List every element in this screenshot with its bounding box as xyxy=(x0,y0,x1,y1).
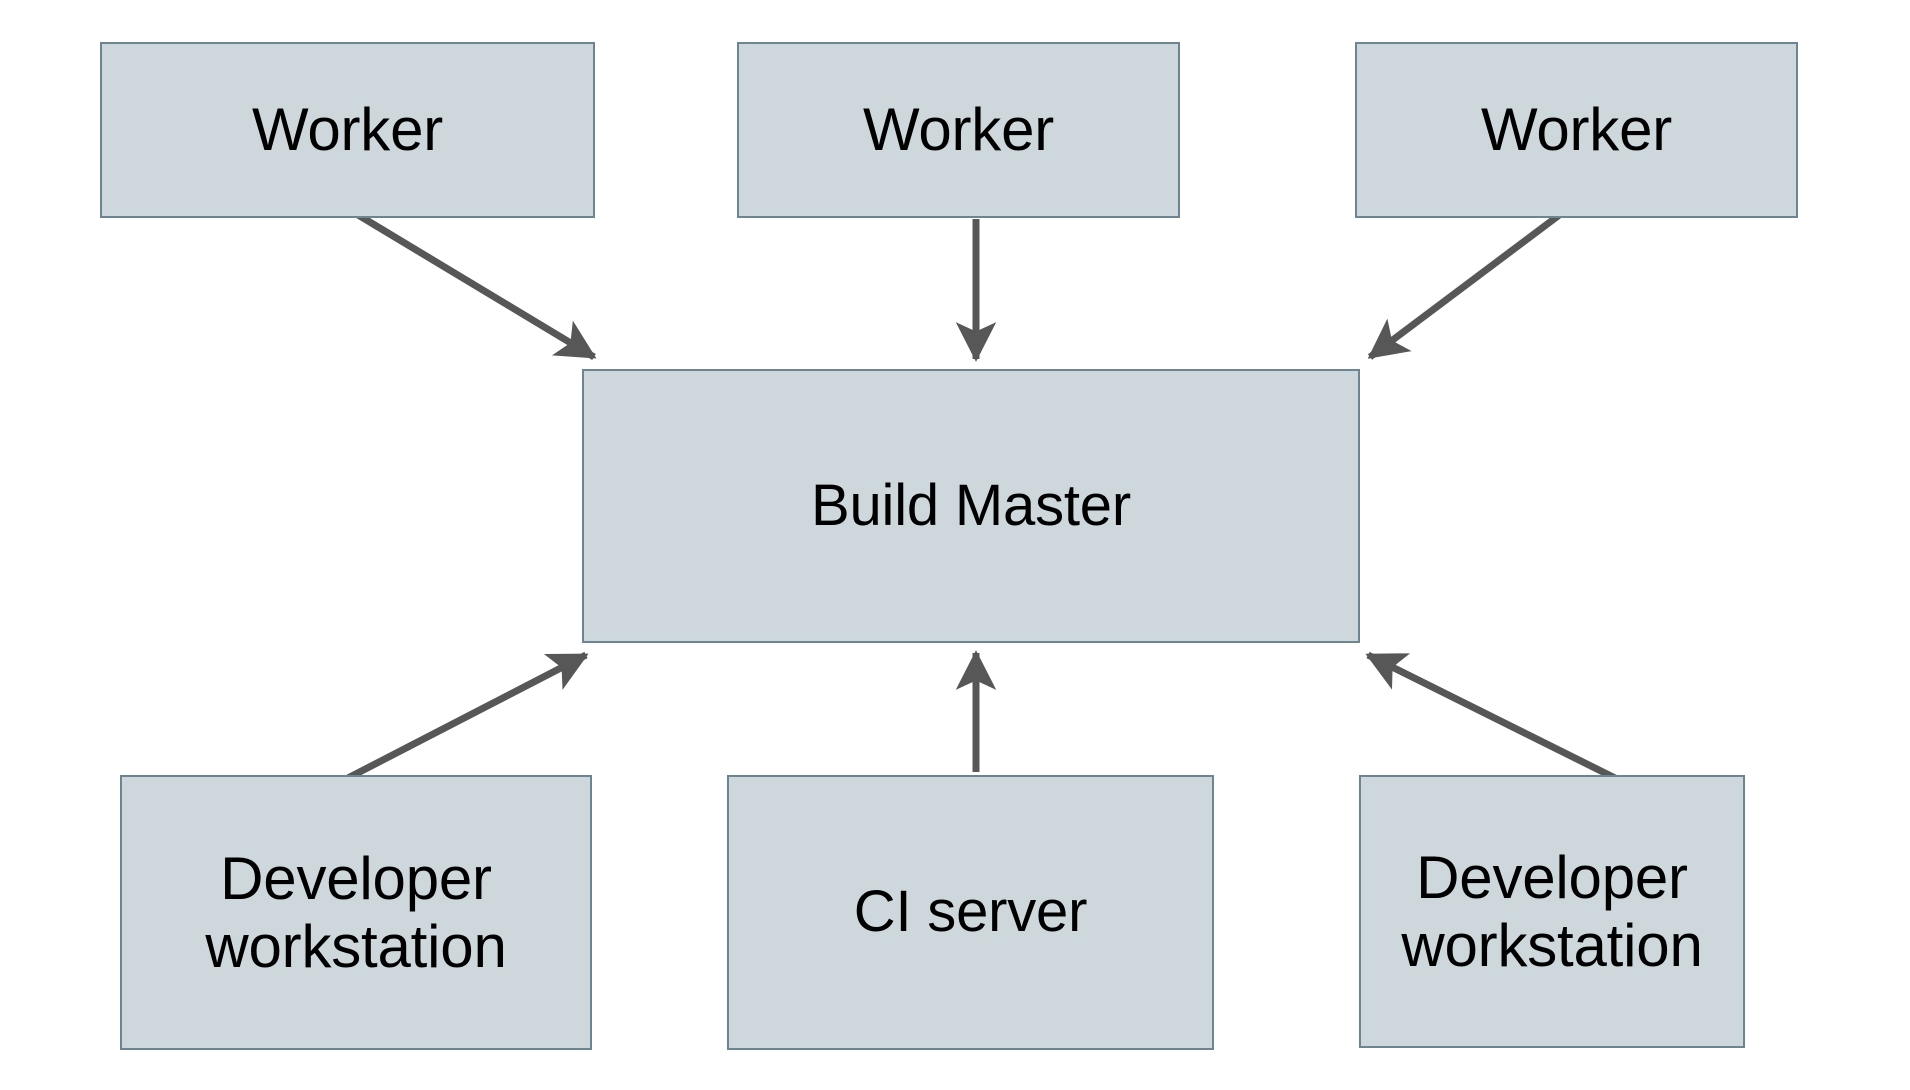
node-ci-server[interactable]: CI server xyxy=(727,775,1214,1050)
edge-dev-workstation-right-to-build-master xyxy=(1365,651,1617,782)
node-build-master-label: Build Master xyxy=(811,472,1131,538)
node-build-master[interactable]: Build Master xyxy=(582,369,1360,643)
node-worker-2[interactable]: Worker xyxy=(737,42,1180,218)
node-dev-workstation-left[interactable]: Developer workstation xyxy=(120,775,592,1050)
node-ci-server-label: CI server xyxy=(853,879,1088,945)
node-dev-workstation-right-label: Developer workstation xyxy=(1401,844,1703,979)
node-worker-3[interactable]: Worker xyxy=(1355,42,1798,218)
node-dev-workstation-right[interactable]: Developer workstation xyxy=(1359,775,1745,1048)
node-dev-workstation-left-label: Developer workstation xyxy=(205,845,507,980)
node-worker-2-label: Worker xyxy=(862,96,1055,164)
node-worker-3-label: Worker xyxy=(1480,96,1673,164)
edge-dev-workstation-left-to-build-master xyxy=(346,651,589,782)
node-worker-1-label: Worker xyxy=(251,96,444,164)
node-worker-1[interactable]: Worker xyxy=(100,42,595,218)
